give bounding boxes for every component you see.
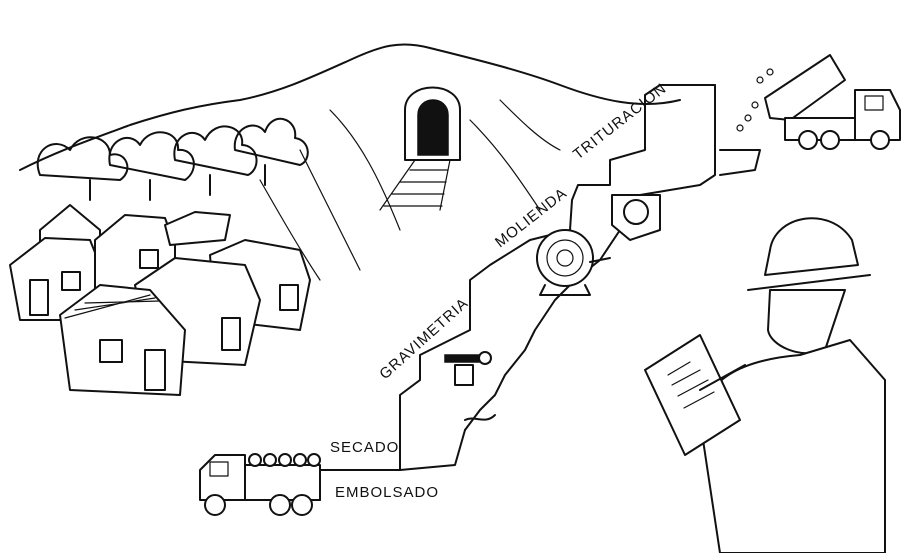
label-trituracion: TRITURACION — [570, 80, 670, 163]
bag-truck-icon — [199, 453, 321, 516]
mine-tunnel-icon — [379, 86, 461, 211]
gravity-table-icon — [444, 351, 496, 421]
process-plant — [319, 84, 716, 501]
ball-mill-icon — [536, 229, 611, 296]
mountain-icon — [19, 43, 681, 281]
label-secado: SECADO — [330, 439, 399, 456]
engineer-with-clipboard-icon — [644, 217, 886, 553]
dump-truck-icon — [736, 54, 901, 150]
houses-icon — [9, 204, 311, 396]
trees-icon — [36, 117, 309, 201]
crusher-icon — [611, 149, 761, 241]
label-embolsado: EMBOLSADO — [335, 484, 439, 501]
